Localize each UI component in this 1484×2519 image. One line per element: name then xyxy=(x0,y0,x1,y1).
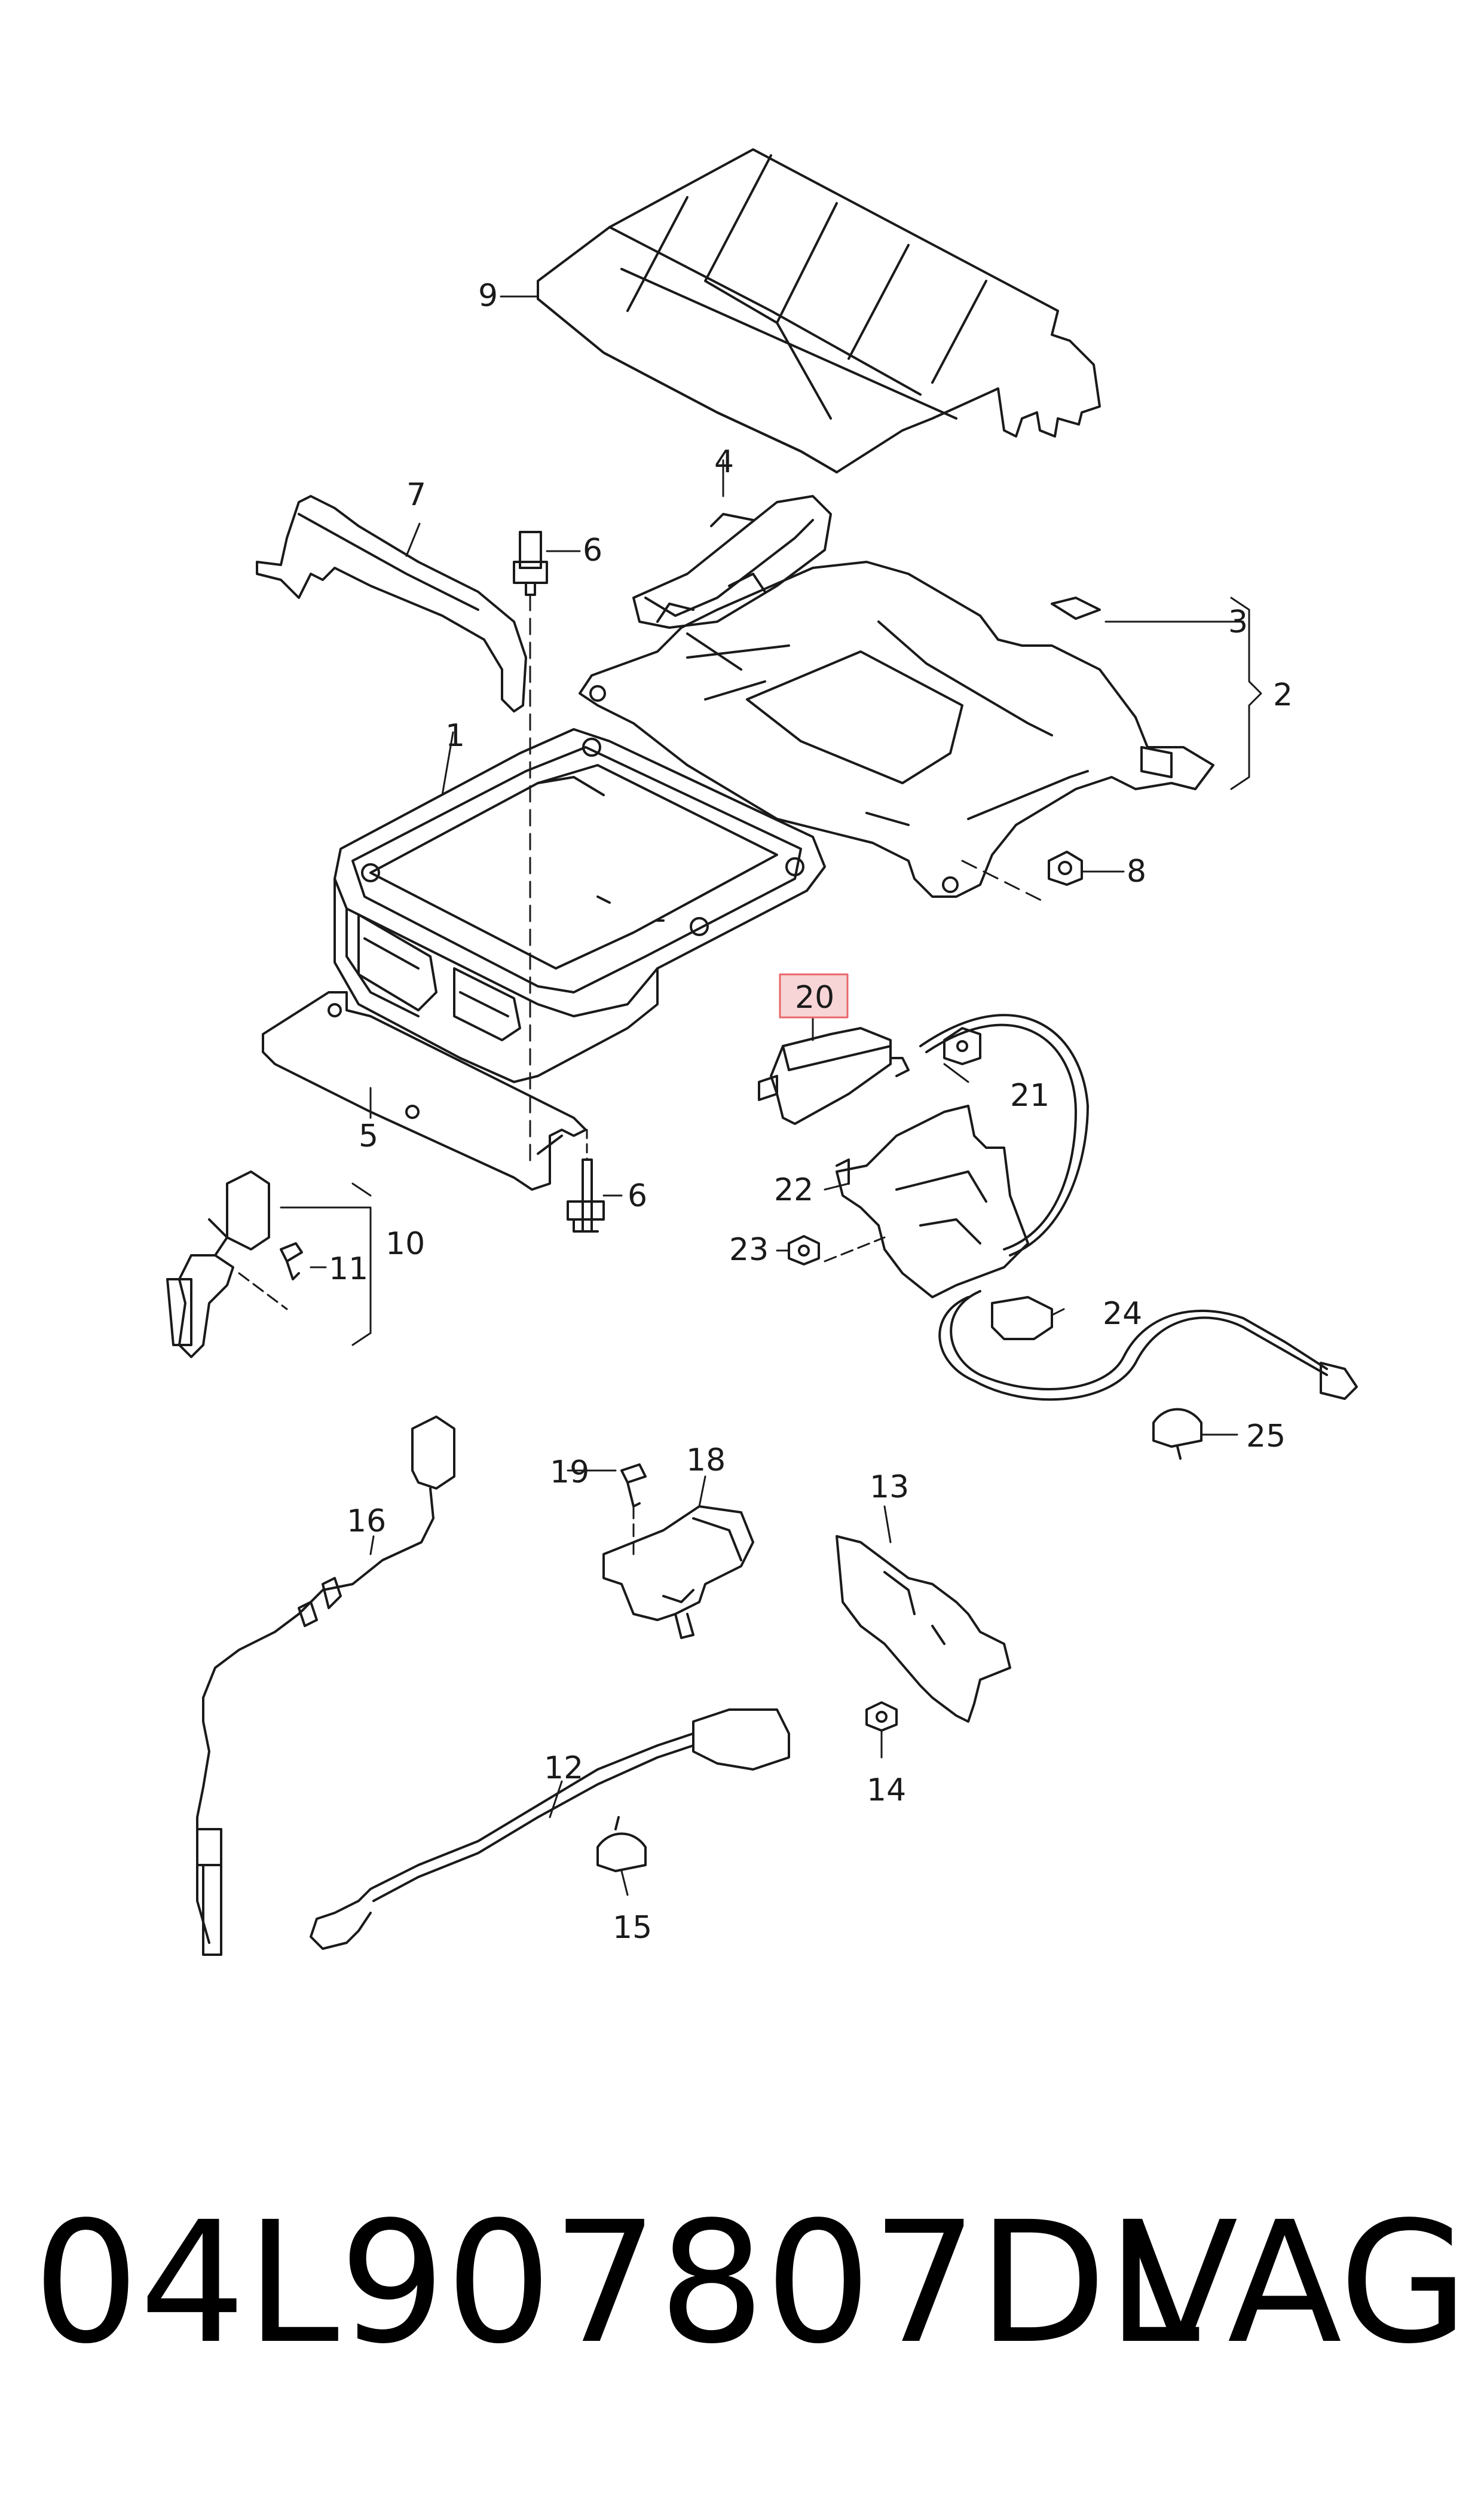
callout-20[interactable]: 20 xyxy=(795,980,834,1016)
callout-1[interactable]: 1 xyxy=(445,718,465,754)
part-23-nut xyxy=(788,1235,886,1265)
part-2-plate xyxy=(579,561,1214,898)
callout-18[interactable]: 18 xyxy=(686,1442,726,1478)
callout-21[interactable]: 21 xyxy=(1010,1078,1049,1114)
part-number: 04L907807DL xyxy=(33,2186,1200,2381)
callout-11[interactable]: 11 xyxy=(329,1251,368,1287)
part-14-nut xyxy=(865,1701,898,1732)
part-1-control-unit xyxy=(333,728,826,1083)
callout-2[interactable]: 2 xyxy=(1273,677,1293,713)
part-13-bracket xyxy=(836,1535,1011,1723)
callout-15[interactable]: 15 xyxy=(613,1910,652,1946)
callout-8[interactable]: 8 xyxy=(1127,854,1146,889)
part-18-pressure-sensor xyxy=(602,1505,754,1639)
callout-24[interactable]: 24 xyxy=(1103,1296,1142,1332)
brand-name: VAG xyxy=(1124,2186,1469,2381)
part-22-bracket xyxy=(836,1105,1029,1298)
part-20-module xyxy=(758,1014,1089,1257)
part-6-bolt-top xyxy=(513,531,548,1167)
part-12-probe xyxy=(310,1708,790,1950)
callout-10[interactable]: 10 xyxy=(385,1226,425,1262)
callout-23[interactable]: 23 xyxy=(729,1232,769,1268)
callout-3[interactable]: 3 xyxy=(1228,604,1248,640)
callout-5[interactable]: 5 xyxy=(359,1118,378,1154)
callout-22[interactable]: 22 xyxy=(774,1172,813,1208)
callout-6-bottom[interactable]: 6 xyxy=(628,1178,647,1214)
part-4-module xyxy=(632,495,832,629)
part-15-clip xyxy=(596,1816,647,1872)
callout-13[interactable]: 13 xyxy=(870,1469,909,1505)
part-21-clip xyxy=(943,1027,981,1065)
callout-9[interactable]: 9 xyxy=(478,278,498,314)
highlight-box-20 xyxy=(779,973,849,1019)
part-7-bracket xyxy=(256,495,527,713)
part-25-clamp xyxy=(1152,1408,1203,1460)
callout-14[interactable]: 14 xyxy=(867,1772,906,1808)
callout-19[interactable]: 19 xyxy=(550,1454,589,1490)
part-10-sensor xyxy=(166,1170,270,1358)
part-9-cover xyxy=(537,148,1101,473)
callout-25[interactable]: 25 xyxy=(1246,1419,1286,1454)
callout-6-top[interactable]: 6 xyxy=(583,533,602,568)
part-8-nut xyxy=(961,851,1083,904)
leader-lines xyxy=(280,295,1262,1896)
part-11-screw xyxy=(238,1242,303,1310)
callout-labels: 9 7 6 4 3 2 1 8 20 21 5 22 6 10 23 11 24… xyxy=(329,278,1293,1946)
part-6-bolt-bottom xyxy=(567,1129,605,1233)
callout-4[interactable]: 4 xyxy=(714,444,734,480)
part-5-base-plate xyxy=(262,991,587,1191)
part-16-sensor xyxy=(196,1416,455,1956)
callout-7[interactable]: 7 xyxy=(406,477,426,513)
callout-16[interactable]: 16 xyxy=(347,1503,386,1539)
callout-12[interactable]: 12 xyxy=(544,1750,583,1786)
part-24-cable xyxy=(938,1290,1358,1401)
part-19-screw xyxy=(620,1463,647,1555)
